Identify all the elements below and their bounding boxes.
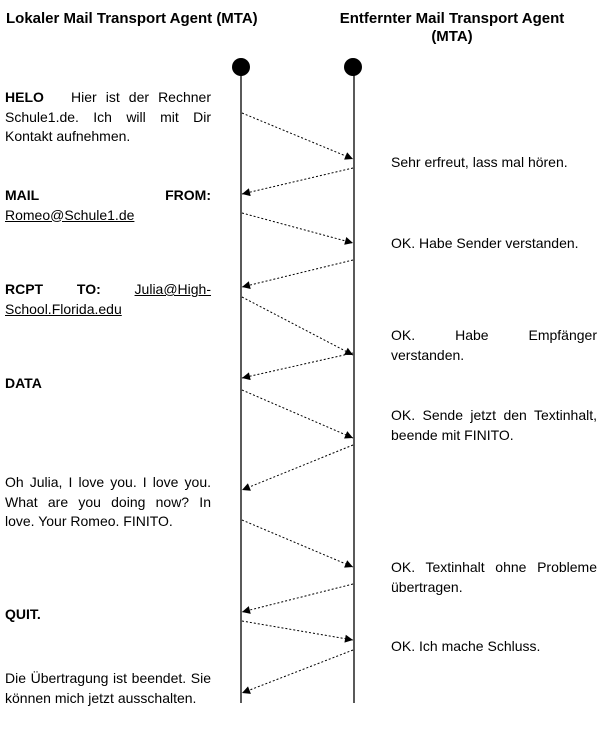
data-command: DATA: [5, 375, 42, 391]
helo-command: HELO: [5, 89, 44, 105]
reply-helo: Sehr erfreut, lass mal hören.: [391, 154, 568, 170]
message-arrow-5: [241, 296, 354, 356]
recipient-address-link-part1[interactable]: Julia@High-: [134, 281, 212, 297]
reply-recipient-ok: OK. Habe Empfänger verstanden.: [391, 327, 597, 363]
message-arrow-2: [241, 167, 354, 197]
message-arrow-1: [241, 112, 354, 160]
rcpt-to-line: RCPT TO: Julia@High-: [5, 281, 212, 297]
message-arrow-9: [241, 519, 354, 568]
reply-data-ok: OK. Sende jetzt den Textinhalt, beende m…: [391, 407, 597, 443]
reply-text-ok: OK. Textinhalt ohne Probleme übertragen.: [391, 559, 597, 595]
helo-text: Hier ist der Rechner Schule1.de. Ich wil…: [5, 89, 211, 144]
mail-from-command: MAIL FROM:: [5, 187, 211, 203]
message-arrow-4: [241, 259, 354, 289]
recipient-address-link-part2[interactable]: School.Florida.edu: [5, 300, 122, 317]
helo-message: HELO Hier ist der Rechner Schule1.de. Ic…: [5, 88, 211, 147]
message-arrow-12: [241, 649, 354, 694]
reply-quit-ok: OK. Ich mache Schluss.: [391, 638, 541, 654]
message-arrow-11: [241, 620, 354, 643]
mail-from-message: MAIL FROM: Romeo@Schule1.de: [5, 186, 211, 225]
message-arrow-7: [241, 389, 354, 439]
remote-lifeline-head: [344, 58, 362, 76]
mail-body-message: Oh Julia, I love you. I love you. What a…: [5, 474, 211, 529]
reply-sender-ok: OK. Habe Sender verstanden.: [391, 235, 579, 251]
remote-mta-header-line1: Entfernter Mail Transport Agent: [339, 10, 565, 27]
message-arrow-8: [241, 444, 354, 491]
remote-mta-header: Entfernter Mail Transport Agent (MTA): [322, 10, 582, 46]
transfer-finished-message: Die Übertragung ist beendet. Sie können …: [5, 670, 211, 706]
local-mta-header: Lokaler Mail Transport Agent (MTA): [6, 10, 258, 27]
message-arrow-6: [241, 352, 354, 381]
sender-address-link[interactable]: Romeo@Schule1.de: [5, 206, 135, 223]
quit-command: QUIT.: [5, 606, 41, 622]
remote-mta-header-line2: (MTA): [431, 28, 473, 45]
message-arrow-3: [241, 212, 354, 245]
rcpt-to-message: RCPT TO: Julia@High- School.Florida.edu: [5, 280, 211, 319]
message-arrow-10: [241, 583, 354, 614]
